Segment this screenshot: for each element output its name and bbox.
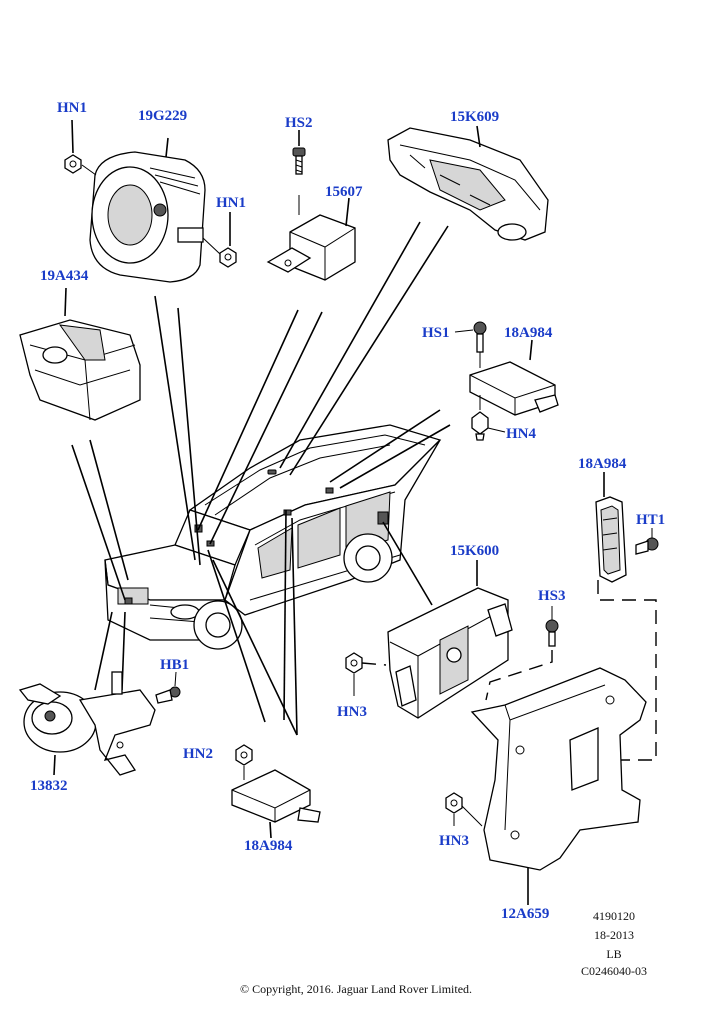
- label-hn3-left: HN3: [337, 704, 367, 720]
- label-hn3-bottom: HN3: [439, 833, 469, 849]
- leader-lines: [71, 221, 451, 736]
- part-19g229-siren: [89, 137, 206, 283]
- part-19a434-holder: [19, 287, 141, 421]
- copyright-notice: © Copyright, 2016. Jaguar Land Rover Lim…: [240, 982, 472, 996]
- label-15607: 15607: [325, 184, 363, 200]
- vehicle-body: [104, 424, 442, 650]
- screw-ht1: [597, 528, 659, 761]
- label-hs3: HS3: [538, 588, 566, 604]
- nut-hn1-right: [202, 212, 237, 268]
- nut-hn2: [235, 744, 253, 780]
- nut-hn1-top: [64, 119, 97, 176]
- label-hs1: HS1: [422, 325, 450, 341]
- label-hb1: HB1: [160, 657, 189, 673]
- part-15k609-bracket: [387, 125, 549, 241]
- label-18a984-top: 18A984: [504, 325, 553, 341]
- part-15607-sensor: [266, 197, 356, 281]
- nut-hn3-bottom: [445, 792, 483, 827]
- meta-line-3: LB: [606, 947, 621, 961]
- label-18a984-bottom: 18A984: [244, 838, 293, 854]
- part-13832-horn: [18, 671, 156, 776]
- label-19g229: 19G229: [138, 108, 187, 124]
- label-19a434: 19A434: [40, 268, 89, 284]
- part-12a659-bracket: [470, 667, 647, 905]
- label-hn4: HN4: [506, 426, 537, 442]
- meta-line-4: C0246040-03: [581, 964, 647, 978]
- nut-hn4: [471, 395, 506, 441]
- nut-hn3-left: [345, 652, 387, 696]
- diagram-meta: 4190120 18-2013 LB C0246040-03: [581, 909, 647, 978]
- label-hn1-right: HN1: [216, 195, 246, 211]
- label-15k609: 15K609: [450, 109, 499, 125]
- label-hs2: HS2: [285, 115, 313, 131]
- meta-line-2: 18-2013: [594, 928, 634, 942]
- label-hn1-top: HN1: [57, 100, 87, 116]
- part-18a984-top-sensor: [469, 339, 559, 416]
- label-ht1: HT1: [636, 512, 665, 528]
- screw-hs3: [485, 606, 559, 701]
- label-18a984-right: 18A984: [578, 456, 627, 472]
- part-18a984-bottom-sensor: [231, 769, 321, 839]
- label-12a659: 12A659: [501, 906, 549, 922]
- screw-hs1: [454, 321, 487, 368]
- screw-hb1: [155, 671, 181, 704]
- part-15k600-module: [387, 560, 513, 719]
- screw-hs2: [292, 130, 306, 215]
- meta-line-1: 4190120: [593, 909, 635, 923]
- part-18a984-right-sensor: [595, 472, 627, 583]
- label-15k600: 15K600: [450, 543, 499, 559]
- callout-labels: HN1 19G229 HS2 15K609 15607 HN1 19A434 H…: [30, 100, 665, 922]
- label-hn2: HN2: [183, 746, 213, 762]
- label-13832: 13832: [30, 778, 68, 794]
